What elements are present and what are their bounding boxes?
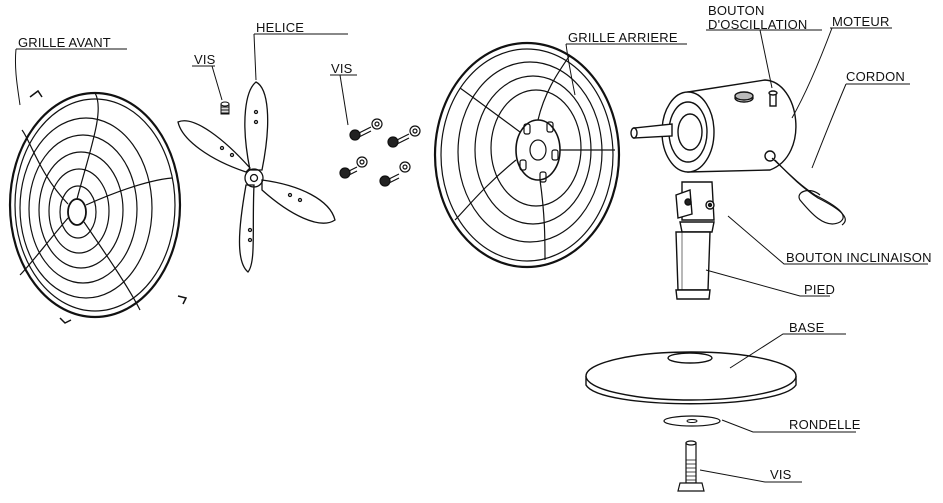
grille-arriere-part [433,41,621,269]
vis-group-part [339,118,421,187]
label-vis-bottom: VIS [770,467,792,482]
label-rondelle: RONDELLE [789,417,861,432]
label-pied: PIED [804,282,836,297]
helice-part [177,81,336,273]
label-grille-avant: GRILLE AVANT [18,35,111,50]
label-bouton-oscillation-line1: BOUTON [708,3,765,18]
label-bouton-oscillation-line2: D'OSCILLATION [708,17,808,32]
moteur-part [630,79,797,173]
leader-lines [15,27,928,483]
vis-bottom-part [677,440,705,492]
grille-avant-part [8,89,188,324]
label-vis-group: VIS [331,61,353,76]
label-cordon: CORDON [846,69,905,84]
cordon-part [771,157,846,226]
rondelle-part [663,415,721,427]
base-part [585,351,797,405]
label-bouton-inclinaison: BOUTON INCLINAISON [786,250,932,265]
label-helice: HELICE [256,20,305,35]
label-moteur: MOTEUR [832,14,890,29]
vis-small-part [220,101,230,115]
label-base: BASE [789,320,825,335]
label-vis-small: VIS [194,52,216,67]
pied-part [675,181,715,300]
label-grille-arriere: GRILLE ARRIERE [568,30,678,45]
